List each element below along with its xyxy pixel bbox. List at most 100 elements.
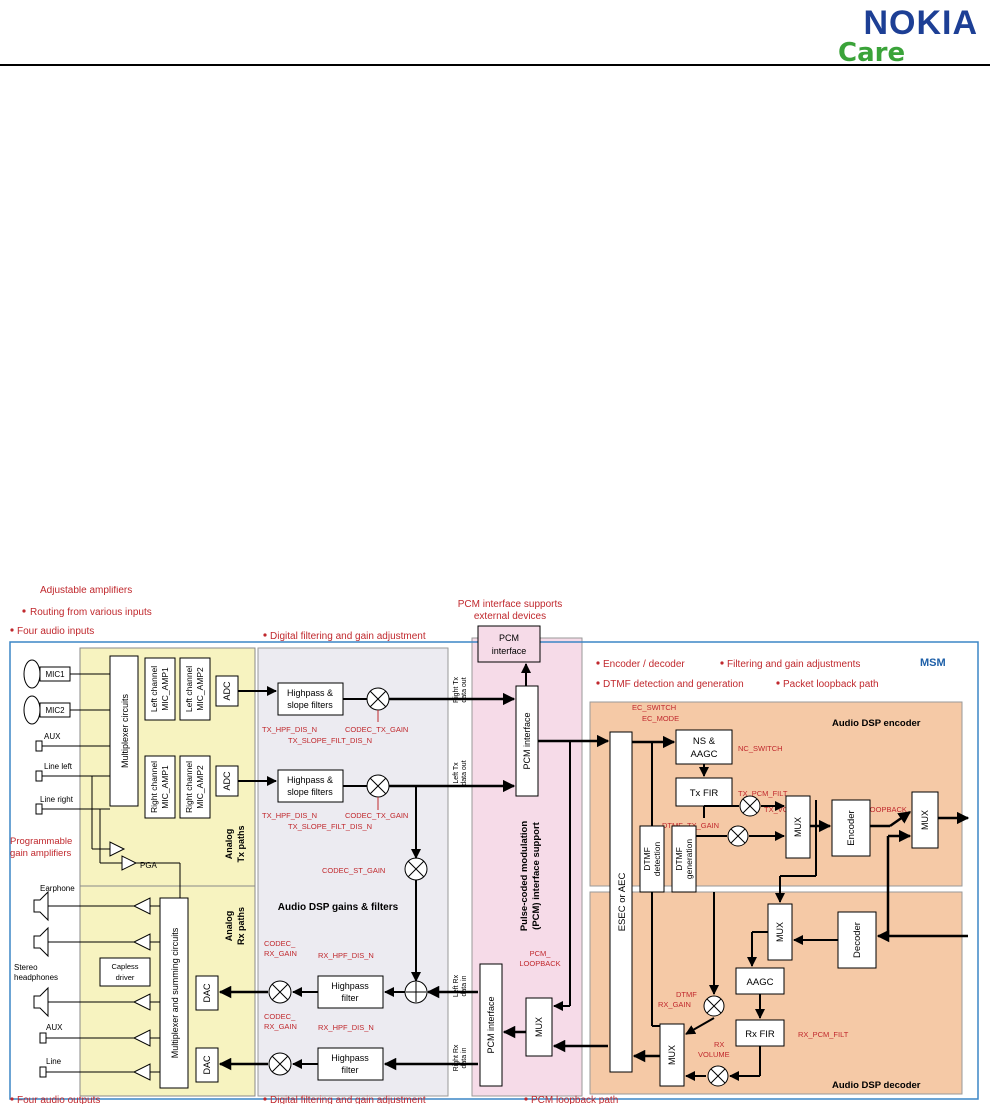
esec-aec-block — [609, 731, 633, 1073]
mic1-input: MIC1 — [23, 659, 71, 689]
pga-label: PGA — [140, 861, 158, 870]
aagc-block — [735, 967, 785, 995]
pcm-interface-rx — [479, 963, 503, 1087]
left-amp1-label2: MIC_AMP1 — [160, 667, 170, 711]
mic1-label: MIC1 — [45, 670, 65, 679]
mic2-input: MIC2 — [23, 695, 71, 725]
analog-rx-label2: Rx paths — [236, 907, 246, 945]
aux-in-jack — [35, 740, 43, 752]
header-rule — [0, 64, 990, 66]
rx-hpf-label-1: RX_HPF_DIS_N — [318, 951, 374, 960]
pcm-ext-label1: PCM — [499, 633, 519, 643]
hp-slope-filter-left — [277, 682, 344, 716]
right-amp2-block — [179, 755, 211, 819]
pcm-mux-label: MUX — [534, 1017, 544, 1037]
mux-decoder-out — [767, 903, 793, 961]
mux-rx-out-label: MUX — [667, 1045, 677, 1065]
mux-packet — [911, 791, 939, 849]
msm-bullet-encoder: Encoder / decoder — [603, 659, 685, 670]
aagc-label: AAGC — [747, 977, 774, 988]
capless-driver-block — [99, 957, 151, 987]
pcm-iface-tx-label: PCM interface — [522, 712, 532, 769]
tx-hpf-label-2: TX_HPF_DIS_N — [262, 811, 317, 820]
bullet-digital-filtering: Digital filtering and gain adjustment — [270, 1095, 426, 1104]
right-amp2-label2: MIC_AMP2 — [195, 765, 205, 809]
multiplier-cross — [742, 798, 758, 814]
multiplier-cross — [369, 777, 387, 795]
adder-plus — [406, 982, 426, 1002]
hp-filter-right-label2: filter — [341, 1065, 358, 1075]
codec-rx-gain-1b: RX_GAIN — [264, 949, 297, 958]
right-amp1-label1: Right channel — [149, 761, 159, 813]
right-amp1-block — [144, 755, 176, 819]
hp-filter-right-label1: Highpass — [331, 1053, 369, 1063]
bullet-dot — [263, 633, 267, 637]
rx-pcm-filt-label: RX_PCM_FILT — [798, 1030, 849, 1039]
hp-slope-left-label2: slope filters — [287, 700, 333, 710]
decoder-block — [837, 911, 877, 969]
dtmf-gen-label1: DTMF — [674, 847, 684, 871]
encoder-label: Encoder — [846, 810, 857, 845]
hp-slope-filter-right — [277, 769, 344, 803]
aux-in-label: AUX — [44, 732, 61, 741]
mux-encoder-in — [785, 795, 811, 859]
right-amp1-label2: MIC_AMP1 — [160, 765, 170, 809]
rx-volume-label2: VOLUME — [698, 1050, 730, 1059]
analog-rx-label1: Analog — [224, 911, 234, 942]
left-amp1-block — [144, 657, 176, 721]
esec-label: ESEC or AEC — [617, 873, 628, 932]
rx-hpf-label-2: RX_HPF_DIS_N — [318, 1023, 374, 1032]
ec-mode-label: EC_MODE — [642, 714, 679, 723]
pcm-loopback-mux — [525, 997, 553, 1057]
bullet-dot — [776, 681, 780, 685]
aux-out-jack — [39, 1032, 47, 1044]
tx-slope-label-2: TX_SLOPE_FILT_DIS_N — [288, 822, 372, 831]
bullet-dot — [10, 628, 14, 632]
mux-tx-label: Multiplexer circuits — [120, 693, 130, 768]
line-right-jack — [35, 803, 43, 815]
bullet-dot — [524, 1097, 528, 1101]
pga-note-line2: gain amplifiers — [10, 848, 71, 859]
pcm-loopback-label2: LOOPBACK — [519, 959, 560, 968]
earphone-label: Earphone — [40, 884, 75, 893]
tx-pcm-filt-label: TX_PCM_FILT — [738, 789, 788, 798]
pcm-note-line2: external devices — [474, 611, 546, 622]
bullet-dot — [10, 1097, 14, 1101]
codec-st-gain: CODEC_ST_GAIN — [322, 866, 385, 875]
aux-out-label: AUX — [46, 1023, 63, 1032]
capless-label1: Capless — [111, 962, 138, 971]
hp-filter-left-label2: filter — [341, 993, 358, 1003]
dtmf-detection-block — [639, 825, 665, 893]
bullet-dot — [22, 609, 26, 613]
left-amp2-block — [179, 657, 211, 721]
encoder-block — [831, 799, 871, 857]
right-rx-label2: data in — [461, 1047, 468, 1068]
bullet-routing: Routing from various inputs — [30, 607, 152, 618]
page-header: NOKIA Care — [0, 0, 990, 70]
dac-left-block — [195, 975, 219, 1011]
msm-bullet-filtering: Filtering and gain adjustments — [727, 659, 860, 670]
hp-filter-left-label1: Highpass — [331, 981, 369, 991]
right-rx-label1: Right Rx — [453, 1044, 460, 1071]
encoder-title: Audio DSP encoder — [832, 718, 921, 729]
dtmf-rx-gain-label2: RX_GAIN — [658, 1000, 691, 1009]
bullet-dot — [596, 681, 600, 685]
codec-tx-gain-2: CODEC_TX_GAIN — [345, 811, 408, 820]
hp-slope-right-label2: slope filters — [287, 787, 333, 797]
audio-block-diagram: Adjustable amplifiers Routing from vario… — [9, 586, 979, 1104]
msm-bullet-packet: Packet loopback path — [783, 679, 879, 690]
right-tx-label1: Right Tx — [453, 677, 460, 703]
dsp-section-title: Audio DSP gains & filters — [278, 902, 399, 913]
line-out-jack — [39, 1066, 47, 1078]
dtmf-generation-block — [671, 825, 697, 893]
hp-slope-left-label1: Highpass & — [287, 688, 333, 698]
dtmf-det-label1: DTMF — [642, 847, 652, 871]
adc-left-label: ADC — [222, 681, 232, 701]
dac-right-label: DAC — [202, 1055, 212, 1075]
bullet-dot — [596, 661, 600, 665]
speaker-icon — [33, 926, 49, 958]
pcm-support-label1: Pulse-coded modulation — [519, 821, 530, 932]
pcm-ext-label2: interface — [492, 646, 527, 656]
left-amp2-label2: MIC_AMP2 — [195, 667, 205, 711]
multiplier-cross — [710, 1068, 726, 1084]
